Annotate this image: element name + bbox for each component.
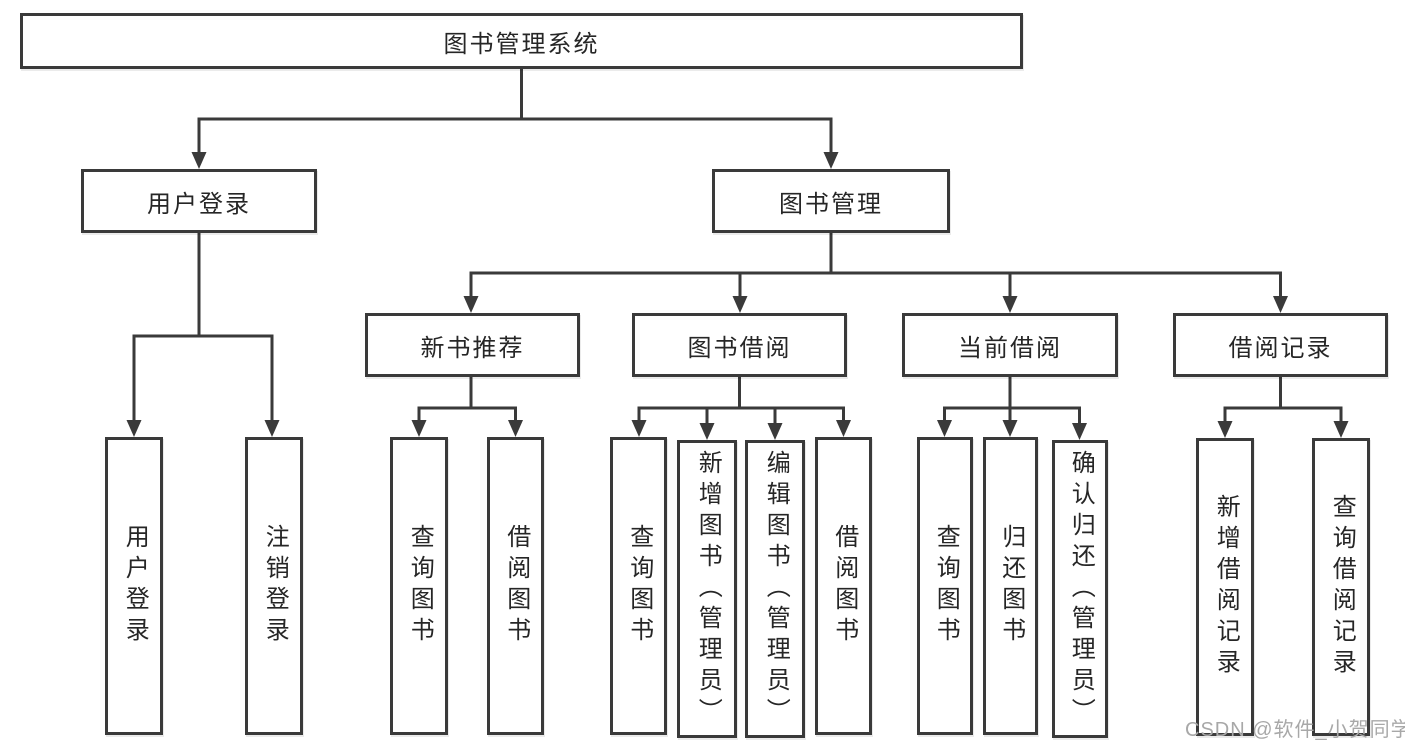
node-label: 借阅图书 — [830, 524, 858, 648]
node-book-management: 图书管理 — [712, 169, 950, 233]
node-label: 新增图书（管理员） — [694, 449, 722, 729]
node-book-borrowing: 图书借阅 — [632, 313, 847, 377]
node-label: 编辑图书（管理员） — [762, 449, 790, 729]
leaf-query-books-borrow: 查询图书 — [610, 437, 667, 735]
arrowhead — [937, 420, 952, 437]
arrowhead — [191, 152, 207, 169]
arrowhead — [1217, 421, 1233, 438]
node-user-login: 用户登录 — [81, 169, 317, 233]
leaf-borrow-books: 借阅图书 — [815, 437, 872, 735]
node-label: 查询图书 — [625, 524, 653, 648]
arrowhead — [767, 423, 783, 440]
node-label: 图书管理 — [779, 190, 883, 218]
node-library-system: 图书管理系统 — [20, 13, 1023, 69]
node-label: 归还图书 — [997, 524, 1025, 648]
leaf-logout: 注销登录 — [245, 437, 303, 735]
leaf-confirm-return-admin: 确认归还（管理员） — [1052, 440, 1108, 738]
node-label: 新书推荐 — [420, 334, 525, 362]
csdn-watermark: CSDN @软件_小贺同学 — [1185, 719, 1405, 741]
arrowhead — [1333, 421, 1349, 438]
leaf-edit-book-admin: 编辑图书（管理员） — [745, 440, 805, 738]
arrowhead — [1273, 296, 1288, 313]
node-current-borrowing: 当前借阅 — [902, 313, 1118, 377]
leaf-user-login: 用户登录 — [105, 437, 163, 735]
arrowhead — [732, 296, 748, 313]
node-label: 当前借阅 — [958, 334, 1062, 362]
leaf-query-books-current: 查询图书 — [917, 437, 973, 735]
node-label: 查询图书 — [932, 524, 960, 648]
leaf-query-borrow-record: 查询借阅记录 — [1312, 438, 1370, 736]
node-label: 借阅记录 — [1228, 334, 1333, 362]
leaf-query-books-recommend: 查询图书 — [390, 437, 448, 735]
arrowhead — [1002, 420, 1018, 437]
node-label: 查询图书 — [406, 524, 434, 648]
arrowhead — [631, 420, 647, 437]
arrowhead — [1002, 296, 1018, 313]
node-new-book-recommend: 新书推荐 — [365, 313, 580, 377]
arrowhead — [411, 420, 427, 437]
arrowhead — [508, 420, 523, 437]
arrowhead — [126, 420, 142, 437]
node-label: 用户登录 — [121, 524, 149, 648]
node-label: 图书借阅 — [687, 334, 792, 362]
arrowhead — [836, 420, 851, 437]
arrowhead — [264, 420, 280, 437]
leaf-return-books: 归还图书 — [983, 437, 1038, 735]
leaf-add-borrow-record: 新增借阅记录 — [1196, 438, 1254, 736]
arrowhead — [463, 296, 479, 313]
node-borrowing-records: 借阅记录 — [1173, 313, 1388, 377]
node-label: 确认归还（管理员） — [1067, 449, 1095, 729]
node-label: 注销登录 — [261, 524, 289, 648]
arrowhead — [1072, 423, 1087, 440]
leaf-borrow-books-recommend: 借阅图书 — [487, 437, 544, 735]
arrowhead — [699, 423, 715, 440]
node-label: 用户登录 — [147, 190, 251, 218]
node-label: 查询借阅记录 — [1328, 494, 1356, 680]
node-label: 新增借阅记录 — [1212, 494, 1240, 680]
node-label: 图书管理系统 — [443, 30, 600, 58]
node-label: 借阅图书 — [502, 524, 530, 648]
arrowhead — [823, 152, 839, 169]
leaf-add-book-admin: 新增图书（管理员） — [677, 440, 737, 738]
